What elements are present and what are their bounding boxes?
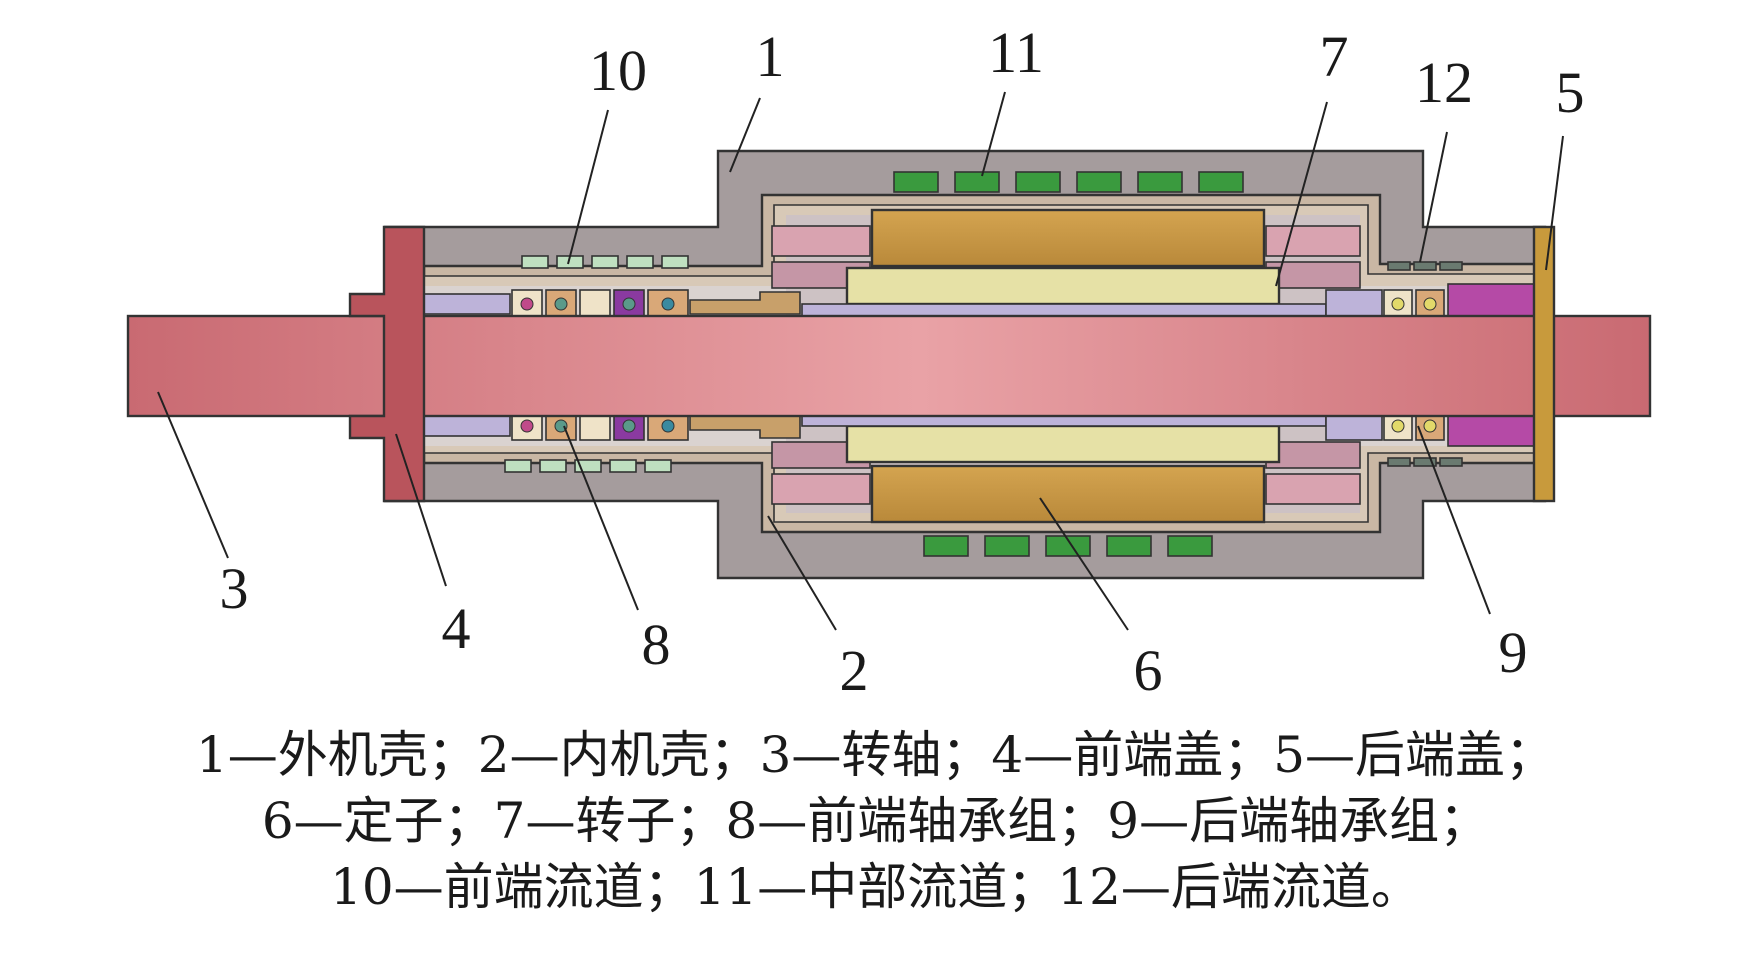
front-channels: [504, 255, 689, 473]
leader-lines: [157, 91, 1564, 631]
label-12: 12: [1415, 50, 1473, 115]
label-3: 3: [220, 556, 249, 621]
front-bearing-group: [511, 289, 689, 441]
component-numbers: 10 1 11 7 12 5 3 4 8 2 6 9: [220, 20, 1585, 703]
rear-channels: [1387, 261, 1463, 467]
label-5: 5: [1556, 60, 1585, 125]
stator-coil-ends: [771, 225, 1361, 505]
middle-channels-top: [893, 171, 1244, 193]
legend-line-2: 6—定子；7—转子；8—前端轴承组；9—后端轴承组；: [261, 792, 1490, 850]
middle-channels-bottom: [923, 535, 1213, 557]
legend-line-1: 1—外机壳；2—内机壳；3—转轴；4—前端盖；5—后端盖；: [195, 726, 1556, 784]
label-2: 2: [840, 638, 869, 703]
legend-line-3: 10—前端流道；11—中部流道；12—后端流道。: [330, 858, 1421, 916]
front-end-cover: [348, 225, 426, 503]
label-1: 1: [756, 24, 785, 89]
label-9: 9: [1499, 620, 1528, 685]
label-4: 4: [442, 596, 471, 661]
legend: 1—外机壳；2—内机壳；3—转轴；4—前端盖；5—后端盖； 6—定子；7—转子；…: [0, 722, 1751, 920]
label-10: 10: [589, 38, 647, 103]
shaft: [126, 314, 1652, 418]
label-7: 7: [1320, 24, 1349, 89]
stator: [870, 208, 1266, 524]
label-11: 11: [988, 20, 1044, 85]
label-8: 8: [642, 612, 671, 677]
rear-end-cover: [1532, 225, 1556, 503]
label-6: 6: [1134, 638, 1163, 703]
front-spacers: [423, 291, 801, 439]
